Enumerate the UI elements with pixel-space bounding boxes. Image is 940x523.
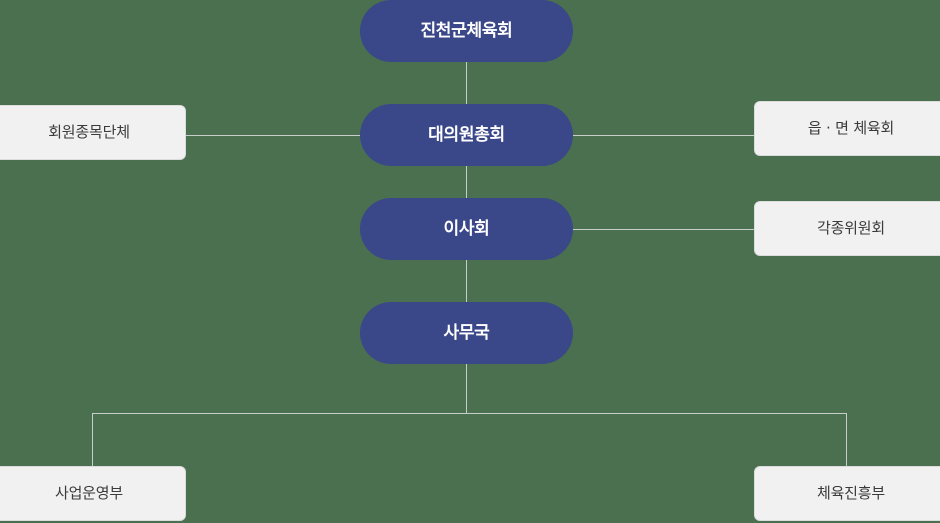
- node-various-committees[interactable]: 각종위원회: [754, 201, 940, 256]
- node-township-sports-associations-label: 읍 · 면 체육회: [807, 119, 895, 137]
- node-business-operations-department[interactable]: 사업운영부: [0, 466, 186, 521]
- node-federation-label: 진천군체육회: [420, 20, 513, 41]
- node-office-label: 사무국: [443, 322, 490, 343]
- node-township-sports-associations[interactable]: 읍 · 면 체육회: [754, 101, 940, 156]
- node-office[interactable]: 사무국: [360, 302, 573, 364]
- node-sports-promotion-department-label: 체육진흥부: [816, 484, 885, 502]
- node-federation[interactable]: 진천군체육회: [360, 0, 573, 62]
- node-business-operations-department-label: 사업운영부: [54, 484, 123, 502]
- node-board-label: 이사회: [443, 218, 490, 239]
- node-various-committees-label: 각종위원회: [816, 219, 885, 237]
- connector-office-to-bracket: [466, 364, 467, 414]
- node-member-organizations-label: 회원종목단체: [48, 123, 130, 141]
- connector-assembly-to-townships: [571, 135, 756, 136]
- node-assembly[interactable]: 대의원총회: [360, 104, 573, 166]
- node-sports-promotion-department[interactable]: 체육진흥부: [754, 466, 940, 521]
- connector-member-orgs-to-assembly: [186, 135, 362, 136]
- node-board[interactable]: 이사회: [360, 198, 573, 260]
- connector-bracket-to-promotion: [846, 413, 847, 467]
- connector-board-to-committees: [571, 229, 756, 230]
- connector-bottom-bracket: [92, 413, 847, 414]
- connector-board-to-office: [466, 260, 467, 304]
- node-assembly-label: 대의원총회: [428, 124, 505, 145]
- connector-bracket-to-business: [92, 413, 93, 467]
- connector-assembly-to-board: [466, 166, 467, 200]
- node-member-organizations[interactable]: 회원종목단체: [0, 105, 186, 160]
- connector-federation-to-assembly: [466, 62, 467, 104]
